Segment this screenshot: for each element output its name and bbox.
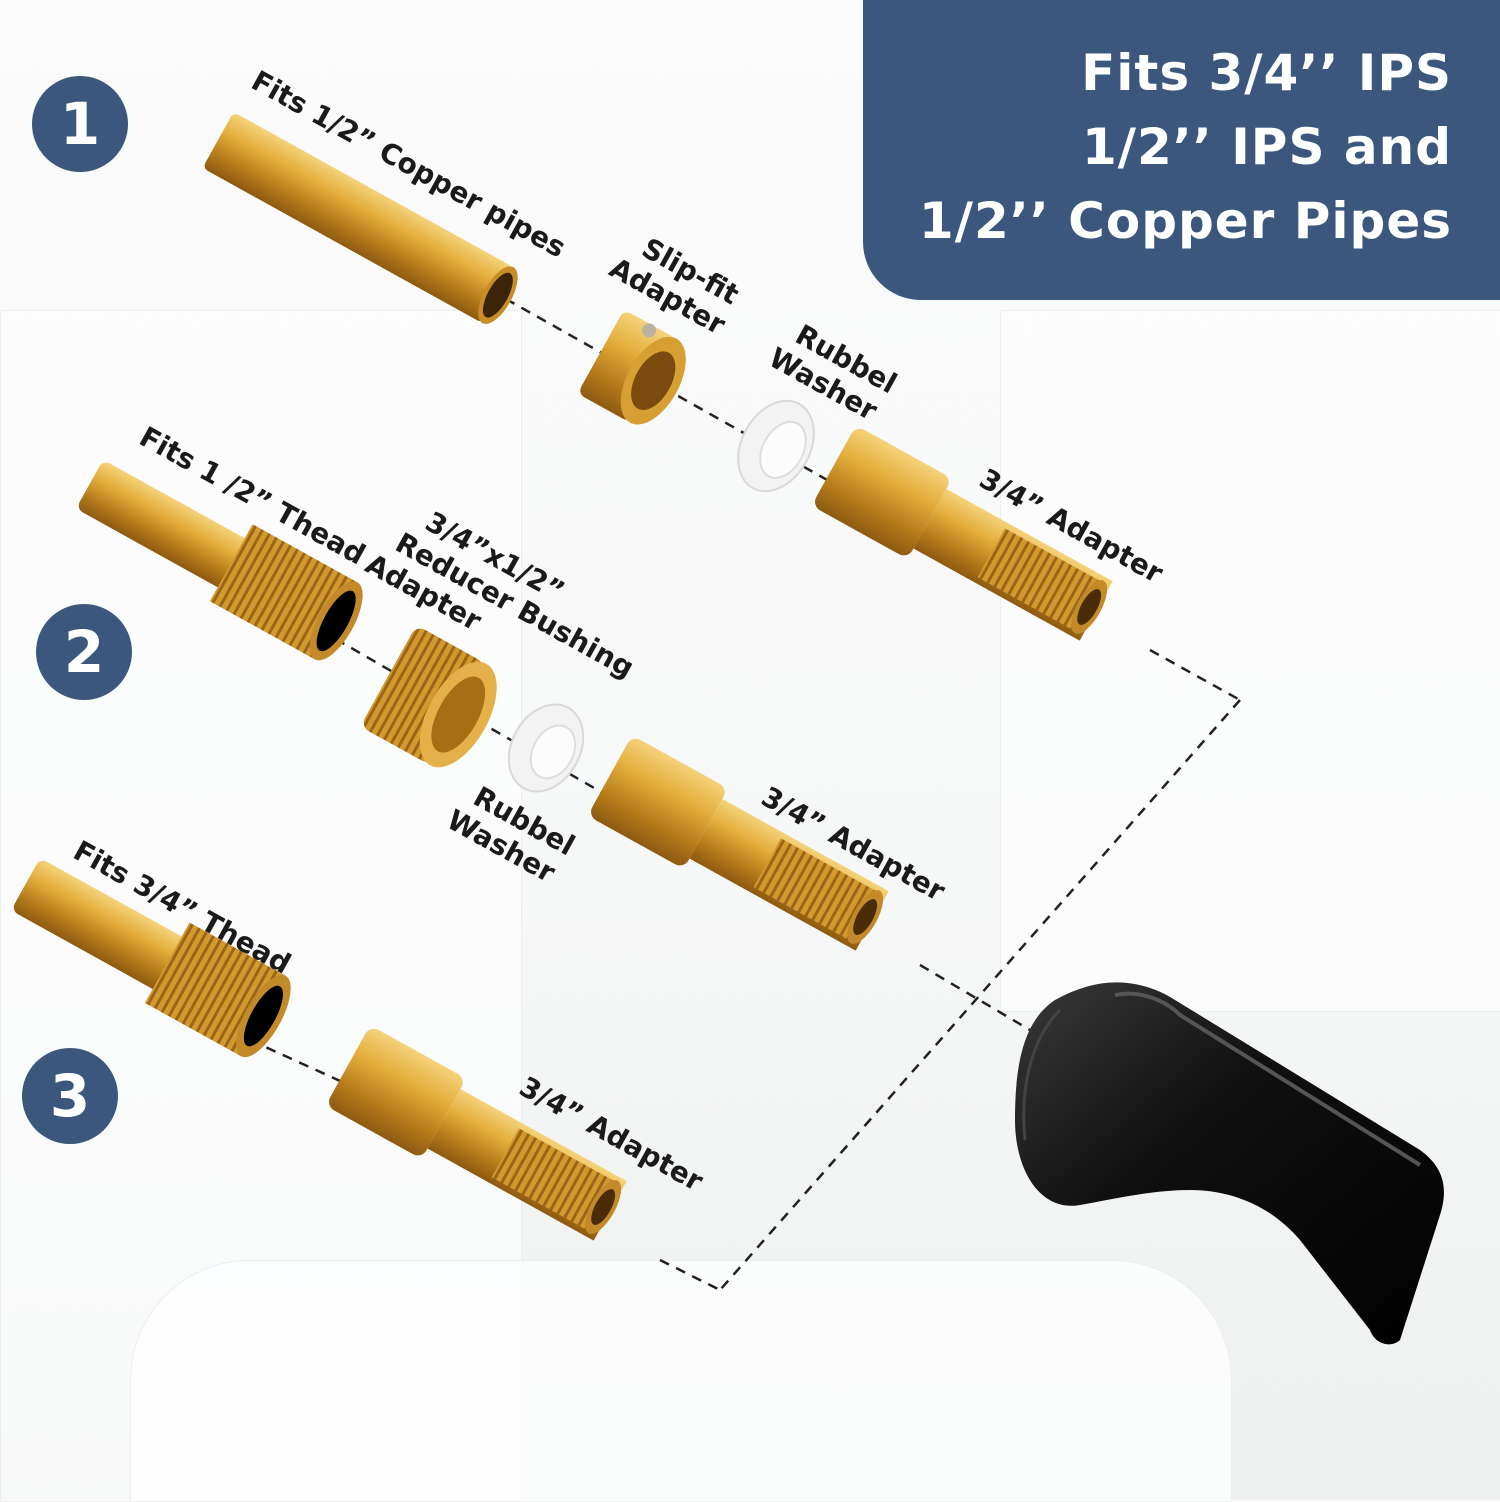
threaded-pipe-three-quarter-inch <box>13 860 291 1058</box>
background-wall-panel <box>1000 310 1500 1012</box>
reducer-bushing <box>363 628 497 768</box>
step-badge-2: 2 <box>36 604 132 700</box>
rubber-washer-1 <box>737 399 815 493</box>
adapter-row-2 <box>591 738 889 951</box>
headline-line-2: 1/2’’ IPS and <box>1081 118 1452 176</box>
step-badge-1: 1 <box>32 76 128 172</box>
adapter-row-1 <box>815 428 1113 641</box>
copper-pipe <box>204 114 518 324</box>
threaded-pipe-half-inch <box>78 462 363 661</box>
background-tub <box>130 1260 1232 1502</box>
step-badge-3: 3 <box>22 1048 118 1144</box>
adapter-row-3 <box>329 1028 627 1241</box>
slip-fit-adapter <box>580 312 686 425</box>
headline-panel: Fits 3/4’’ IPS 1/2’’ IPS and 1/2’’ Coppe… <box>863 0 1500 300</box>
headline-line-3: 1/2’’ Copper Pipes <box>918 192 1452 250</box>
tub-spout <box>1015 982 1444 1345</box>
rubber-washer-2 <box>507 703 585 793</box>
headline-line-1: Fits 3/4’’ IPS <box>1081 44 1452 102</box>
